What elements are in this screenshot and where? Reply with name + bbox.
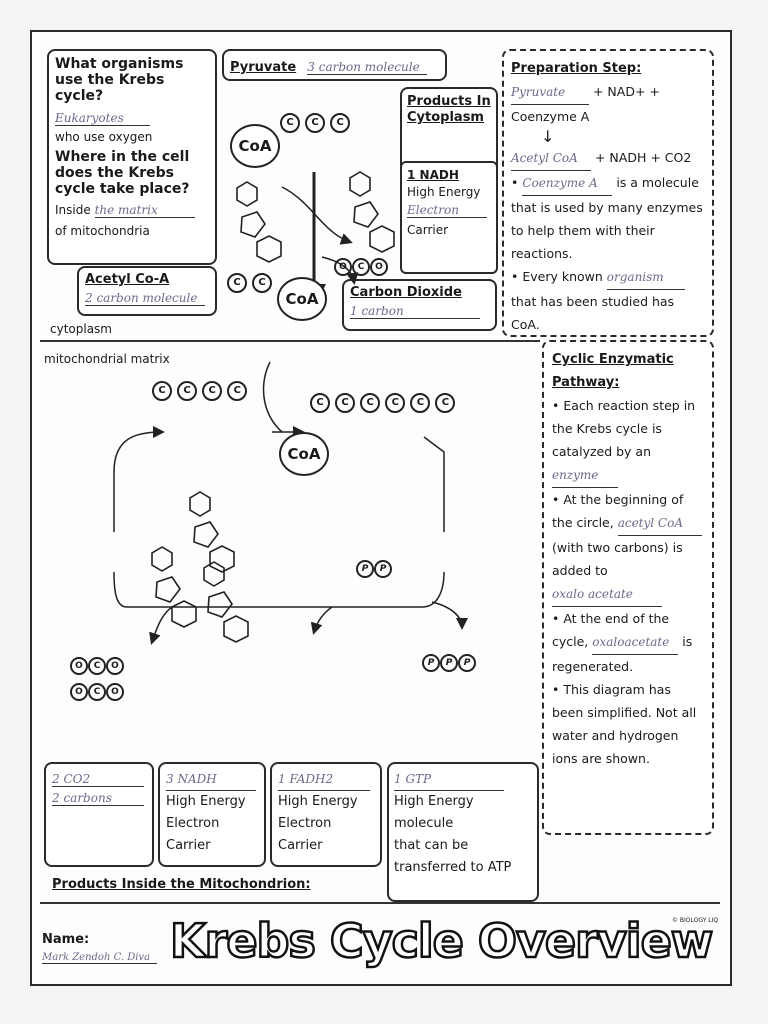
prep-title: Preparation Step: bbox=[511, 61, 642, 76]
carbon-dioxide-box: Carbon Dioxide 1 carbon bbox=[342, 279, 497, 331]
nadh-icon-prep-right bbox=[349, 171, 395, 253]
branch-gtp-arrow bbox=[431, 601, 468, 630]
nadh-icon-cycle-2 bbox=[151, 546, 197, 628]
nadh-desc2: Electron bbox=[407, 199, 491, 218]
prep-line3: Acetyl CoA + NADH + CO2 bbox=[511, 146, 705, 171]
organisms-question-box: What organisms use the Krebs cycle? Euka… bbox=[47, 49, 217, 265]
name-value: Mark Zendoh C. Diva bbox=[42, 952, 157, 964]
pyruvate-carbons-icon: C C C bbox=[280, 110, 351, 133]
nadh-icon-cycle-3 bbox=[203, 561, 249, 643]
prep-line2: Coenzyme A bbox=[511, 109, 590, 124]
co2-answer-2: 2 carbons bbox=[52, 791, 144, 806]
acetyl-carbons-icon: C C bbox=[227, 270, 273, 293]
coa-icon-2: CoA bbox=[277, 277, 327, 321]
branch-co2-arrow bbox=[149, 606, 173, 645]
products-cytoplasm-box: Products In Cytoplasm 1 NADH High Energy… bbox=[400, 87, 498, 274]
cycle-left-arrow bbox=[113, 426, 165, 532]
gtp-desc-3: that can be bbox=[394, 838, 469, 853]
prep-bullet2: • Every known organism that has been stu… bbox=[511, 265, 705, 336]
nadh-icon-cycle-1 bbox=[189, 491, 235, 573]
cyclic-bullet3: • At the end of the cycle, oxaloacetate … bbox=[552, 611, 693, 674]
oxaloacetate-carbons-icon: C C C C bbox=[152, 378, 248, 401]
acetyl-down-arrow bbox=[262, 361, 283, 433]
worksheet-title: Krebs Cycle Overview bbox=[169, 913, 715, 970]
prep-bullet1: • Coenzyme A is a molecule that is used … bbox=[511, 171, 705, 265]
pyruvate-answer: 3 carbon molecule bbox=[307, 60, 428, 75]
cytoplasm-label: cytoplasm bbox=[50, 322, 112, 336]
nadh-answer: 3 NADH bbox=[166, 768, 256, 791]
cyclic-bullet1: • Each reaction step in the Krebs cycle … bbox=[552, 394, 704, 488]
cyclic-title: Cyclic Enzymatic Pathway: bbox=[552, 352, 674, 390]
nadh-desc-3: Carrier bbox=[166, 838, 211, 853]
gtp-answer: 1 GTP bbox=[394, 768, 504, 791]
gtp-desc-2: molecule bbox=[394, 816, 454, 831]
nadh-icon-prep-left bbox=[236, 181, 282, 263]
nadh-sub-box: 1 NADH High Energy Electron Carrier bbox=[400, 161, 498, 274]
products-divider bbox=[40, 902, 720, 904]
fadh-desc-3: Carrier bbox=[278, 838, 323, 853]
preparation-step-box: Preparation Step: Pyruvate + NAD+ + Coen… bbox=[502, 49, 714, 337]
coa-icon-3: CoA bbox=[279, 432, 329, 476]
gtp-product-box: 1 GTP High Energy molecule that can be t… bbox=[387, 762, 539, 902]
copyright: © BIOLOGY LIQ bbox=[672, 917, 719, 924]
worksheet: What organisms use the Krebs cycle? Euka… bbox=[30, 30, 732, 986]
nadh-product-box: 3 NADH High Energy Electron Carrier bbox=[158, 762, 266, 867]
nadh-label: 1 NADH bbox=[407, 168, 459, 182]
matrix-label: mitochondrial matrix bbox=[44, 352, 170, 366]
co2-product-box: 2 CO2 2 carbons bbox=[44, 762, 154, 867]
gtp-desc-4: transferred to ATP bbox=[394, 860, 512, 875]
gtp-desc-1: High Energy bbox=[394, 794, 474, 809]
cyclic-bullet4: • This diagram has been simplified. Not … bbox=[552, 682, 697, 766]
nadh-desc3: Carrier bbox=[407, 223, 449, 237]
cytoplasm-divider bbox=[40, 340, 540, 342]
fadh-desc-1: High Energy bbox=[278, 794, 358, 809]
organisms-question: What organisms use the Krebs cycle? bbox=[55, 56, 184, 104]
fadh-desc-2: Electron bbox=[278, 816, 332, 831]
prep-line1: Pyruvate + NAD+ + bbox=[511, 80, 705, 105]
nadh-molecule-icons bbox=[151, 171, 395, 643]
location-answer-line: Inside the matrix bbox=[55, 203, 209, 218]
coa-icon-1: CoA bbox=[230, 124, 280, 168]
location-of-label: of mitochondria bbox=[55, 224, 150, 238]
organisms-note: who use oxygen bbox=[55, 130, 153, 144]
citrate-carbons-icon: C C C C C C bbox=[310, 390, 456, 413]
pyruvate-label: Pyruvate bbox=[230, 60, 297, 75]
organisms-answer: Eukaryotes bbox=[55, 107, 209, 126]
products-inside-label: Products Inside the Mitochondrion: bbox=[52, 877, 311, 892]
co2-answer: 2 CO2 bbox=[52, 772, 144, 787]
carbon-dioxide-label: Carbon Dioxide bbox=[350, 285, 462, 300]
fadh-product-box: 1 FADH2 High Energy Electron Carrier bbox=[270, 762, 382, 867]
cycle-bottom-arrows bbox=[113, 571, 468, 645]
carbon-dioxide-answer: 1 carbon bbox=[350, 300, 489, 319]
nadh-desc-1: High Energy bbox=[166, 794, 246, 809]
cyclic-bullet2: • At the beginning of the circle, acetyl… bbox=[552, 488, 704, 607]
fadh-answer: 1 FADH2 bbox=[278, 768, 370, 791]
name-label: Name: bbox=[42, 932, 90, 947]
location-question: Where in the cell does the Krebs cycle t… bbox=[55, 149, 190, 197]
cyclic-pathway-box: Cyclic Enzymatic Pathway: • Each reactio… bbox=[542, 340, 714, 835]
products-cytoplasm-title: Products In Cytoplasm bbox=[407, 94, 491, 125]
acetyl-coa-box: Acetyl Co-A 2 carbon molecule bbox=[77, 266, 217, 316]
coa-to-nadh-arrow bbox=[281, 186, 353, 245]
nadh-desc1: High Energy bbox=[407, 185, 481, 199]
nadh-desc-2: Electron bbox=[166, 816, 220, 831]
prep-arrow: ↓ bbox=[541, 127, 555, 146]
cycle-right-arrow bbox=[423, 436, 445, 532]
acetyl-coa-label: Acetyl Co-A bbox=[85, 272, 170, 287]
pyruvate-box: Pyruvate 3 carbon molecule bbox=[222, 49, 447, 81]
acetyl-coa-answer: 2 carbon molecule bbox=[85, 287, 209, 306]
branch-fadh-arrow bbox=[310, 606, 333, 635]
cycle-bottom-line bbox=[113, 571, 445, 608]
